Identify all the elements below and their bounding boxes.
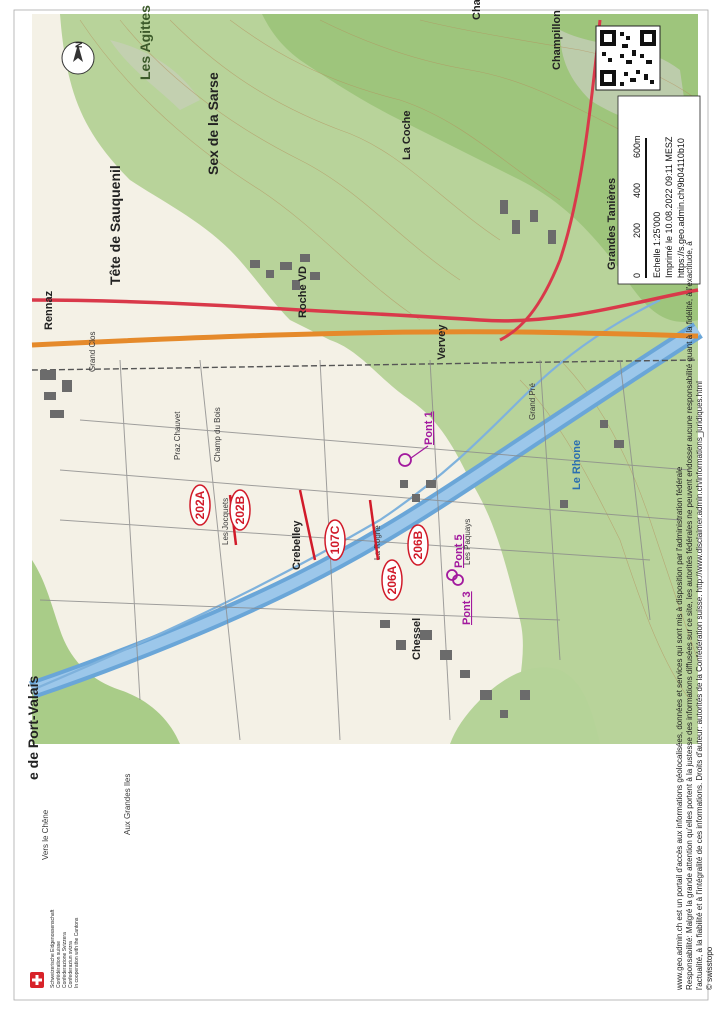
label-champ-bois: Champ du Bois [213, 407, 222, 462]
label-chatillon: Chatillon [471, 0, 483, 20]
page-frame [13, 9, 709, 1001]
settlements [40, 200, 624, 718]
label-sex-sarse: Sex de la Sarse [205, 72, 221, 175]
label-aux-grandes-iles: Aux Grandes Iles [123, 774, 132, 835]
label-les-paquays: Les Paquays [463, 519, 472, 565]
marker-107c[interactable]: 107C [324, 519, 346, 561]
label-chessel: Chessel [411, 618, 423, 660]
label-praz-chauvet: Praz Chauvet [173, 411, 182, 460]
map-area: e de Port-Valais Rennaz Roche VD Tête de… [25, 0, 703, 860]
hill-area-south [450, 667, 600, 744]
contour-lines [79, 19, 699, 701]
svg-text:Pont 1: Pont 1 [423, 411, 435, 445]
label-vervey: Vervey [436, 324, 448, 360]
motorway [31, 329, 699, 348]
svg-text:107C: 107C [328, 525, 342, 554]
svg-text:Pont 3: Pont 3 [461, 591, 473, 625]
svg-text:N: N [74, 42, 84, 49]
marker-206b[interactable]: 206B [407, 524, 429, 566]
scale-ticks: 0 200 400 600m [632, 135, 642, 278]
marker-pont-1[interactable]: Pont 1 [398, 411, 435, 467]
north-arrow-icon [73, 44, 83, 62]
scale-box: 0 200 400 600m Echelle 1:25'000 Imprimé … [617, 95, 701, 285]
svg-text:Pont 5: Pont 5 [453, 534, 465, 568]
footer-line-2: Responsabilité: Malgré la grande attenti… [685, 241, 694, 990]
label-rennaz: Rennaz [43, 290, 55, 330]
label-champillon: Champillon [551, 10, 563, 70]
label-la-coche: La Coche [401, 110, 413, 160]
marker-206a[interactable]: 206A [381, 559, 403, 601]
label-tete-sauquenil: Tête de Sauquenil [107, 165, 123, 285]
label-les-jocquets: Les Jocquets [221, 498, 230, 545]
label-grand-clos: Grand Clos [88, 332, 97, 372]
scale-echelle: Echelle 1:25'000 [652, 212, 662, 278]
svg-text:Confederaziun svizra: Confederaziun svizra [68, 941, 74, 988]
marker-202b[interactable]: 202B [229, 489, 251, 531]
marker-202a[interactable]: 202A [189, 484, 211, 526]
main-road [31, 288, 699, 323]
confederation-logo: Schweizerische Eidgenossenschaft Confédé… [30, 909, 80, 988]
footer-line-3: l'actualité, à la fiabilité et à l'intég… [695, 381, 704, 990]
svg-text:206B: 206B [411, 530, 425, 559]
qr-code[interactable] [595, 25, 661, 91]
svg-text:Schweizerische Eidgenossenscha: Schweizerische Eidgenossenschaft [50, 909, 56, 988]
label-le-rhone: Le Rhone [571, 440, 583, 490]
label-la-rogne: La Rogne [373, 525, 382, 560]
label-port-valais: e de Port-Valais [25, 676, 41, 780]
mountain-slope-area [60, 14, 698, 744]
footer-line-1: www.geo.admin.ch est un portail d'accès … [675, 466, 684, 991]
label-grand-pre: Grand Pré [528, 383, 537, 420]
label-grandes-tanieres: Grandes Tanières [606, 178, 618, 270]
share-url[interactable]: https://s.geo.admin.ch/9b04110b10 [676, 138, 686, 278]
label-roche: Roche VD [297, 266, 309, 318]
svg-text:202A: 202A [193, 490, 207, 519]
printed-date: Imprimé le 10.08.2022 09:11 MESZ [664, 136, 674, 278]
hill-area-southwest [32, 560, 180, 744]
label-crebelley: Crebelley [291, 520, 303, 570]
label-vers-chene: Vers le Chêne [41, 809, 50, 860]
svg-text:Confederazione Svizzera: Confederazione Svizzera [62, 932, 68, 988]
compass-rose: N [61, 41, 95, 75]
svg-text:Confédération suisse: Confédération suisse [56, 941, 62, 988]
svg-text:206A: 206A [385, 565, 399, 594]
svg-text:202B: 202B [233, 495, 247, 524]
label-les-agittes: Les Agittes [137, 5, 153, 80]
footer-disclaimer: www.geo.admin.ch est un portail d'accès … [675, 241, 714, 991]
footer-line-4: © swisstopo [705, 946, 714, 990]
railway [31, 359, 699, 371]
marker-pont-5[interactable]: Pont 5 [452, 534, 465, 586]
svg-text:In cooperation with the Canton: In cooperation with the Cantons [74, 917, 80, 988]
